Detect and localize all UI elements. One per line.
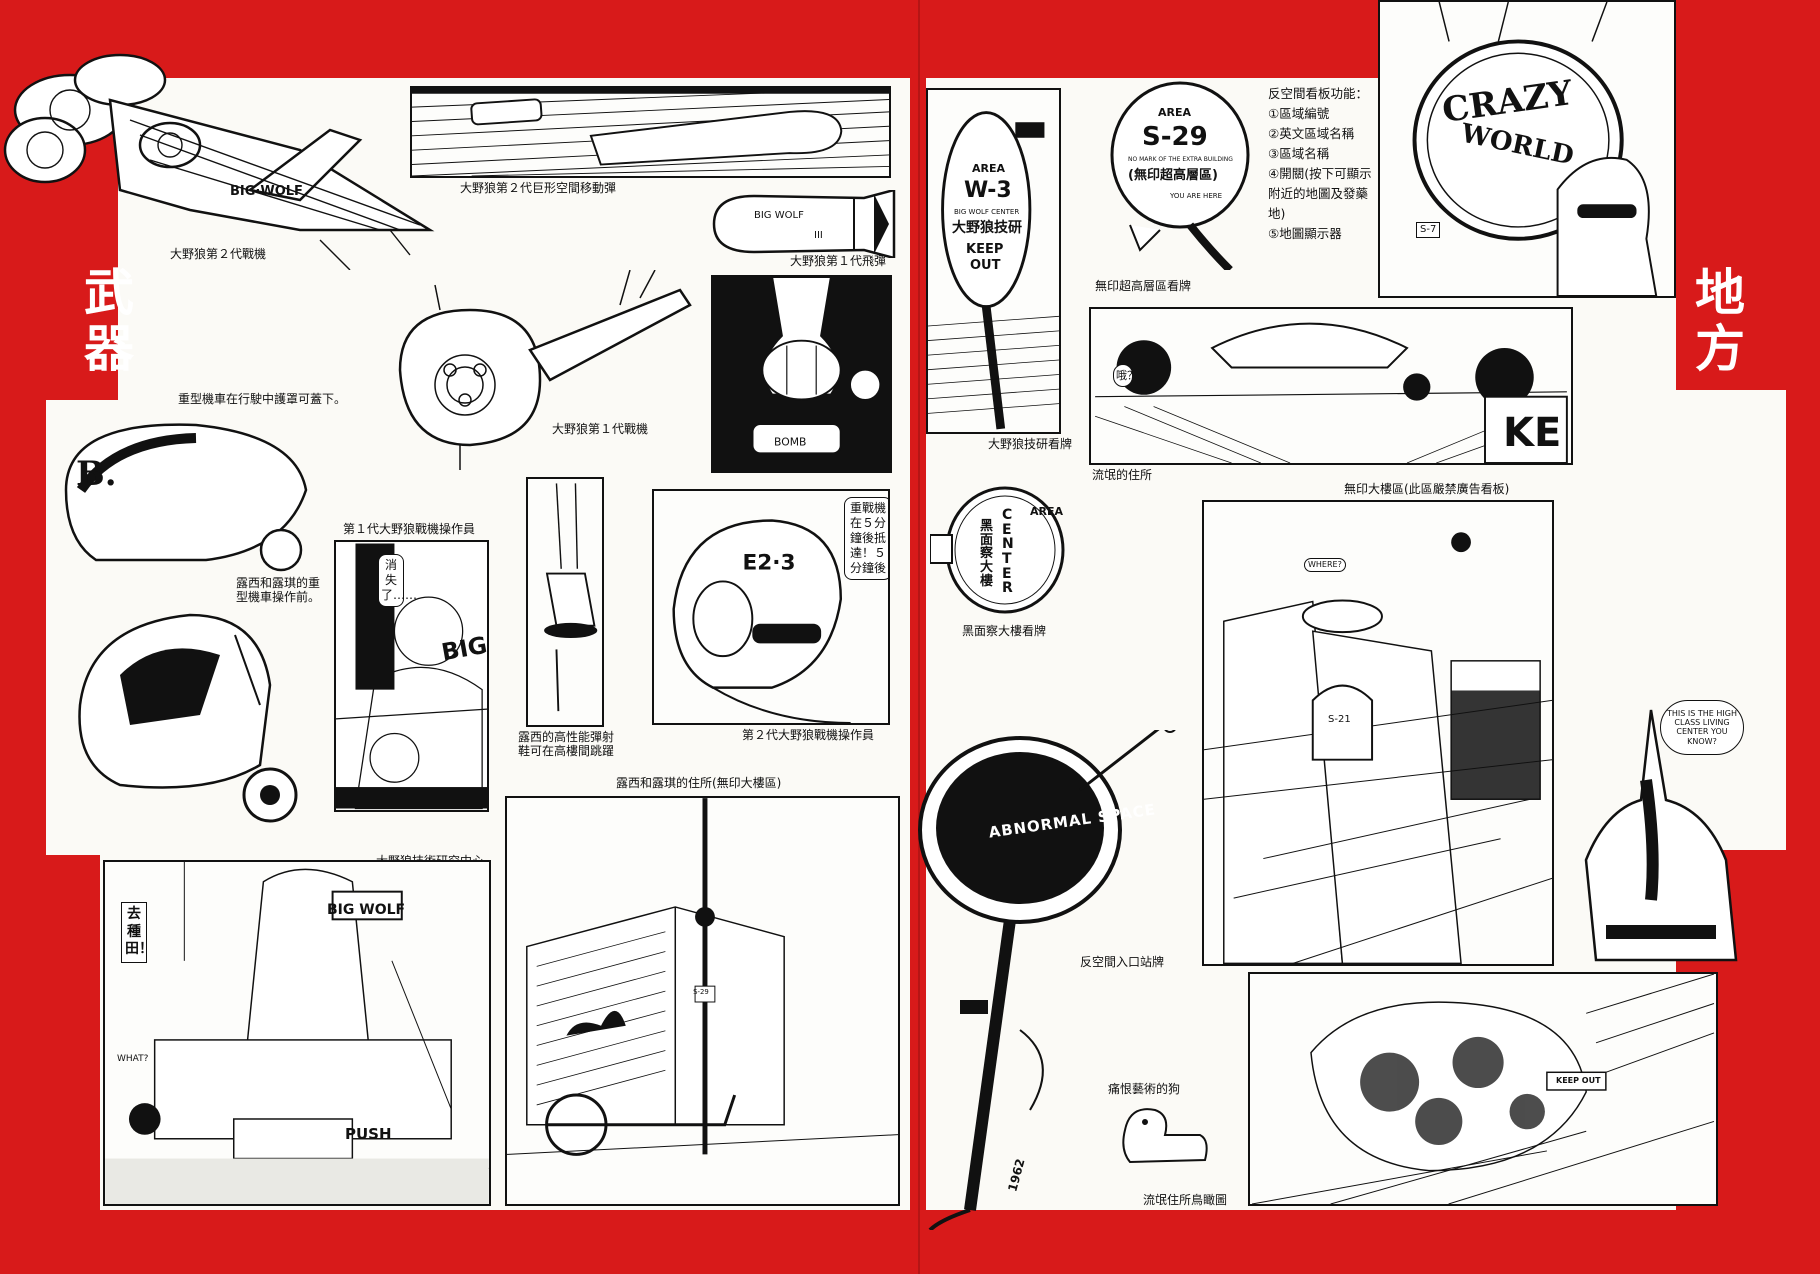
w3-area: AREA [972,162,1006,175]
caption-operator2: 第２代大野狼戰機操作員 [742,728,875,742]
svg-text:B.: B. [76,454,117,494]
bubble-what: WHAT? [117,1054,149,1064]
sign-push-label: PUSH [345,1125,392,1143]
panel-bomb: BOMB [711,275,892,473]
right-title: 地方 [1695,263,1745,378]
panel-home: 哦？ KE [1089,307,1573,465]
s29-code: S-29 [1142,122,1208,152]
caption-fighter1: 大野狼第１代戰機 [552,422,649,436]
panel-missile2 [410,86,891,178]
panel-wolf-center: 去種田！ BIG WOLF PUSH WHAT? [103,860,491,1206]
panel-shoes [526,477,604,727]
caption-lucy-home: 露西和露琪的住所(無印大樓區) [616,776,782,790]
fighter1-drawing [398,270,692,470]
center-word: CENTER [1002,507,1014,597]
center-sign-drawing [930,486,1065,614]
sign-notes: 反空間看板功能： ①區域編號 ②英文區域名稱 ③區域名稱 ④開關(按下可顯示附近… [1268,84,1376,244]
caption-lucy-bike: 露西和露琪的重型機車操作前。 [236,576,321,605]
panel-wolf-sign: AREA W-3 BIG WOLF CENTER 大野狼技研 KEEP OUT [926,88,1061,434]
bubble-vanished: 消失了…… [378,554,417,607]
panel-operator1: BIG 消失了…… [334,540,489,812]
svg-text:BOMB: BOMB [774,436,806,449]
s7-label: S-7 [1416,222,1441,238]
caption-abnormal: 反空間入口站牌 [1080,955,1165,969]
caption-black-sign: 黑面察大樓看牌 [962,624,1047,638]
fighter2-drawing: BIG·WOLF [3,53,435,270]
caption-area-sign: 無印超高層區看牌 [1095,279,1192,293]
area-sign-drawing [1110,81,1250,270]
keep-out-label: KEEP OUT [1556,1076,1601,1085]
caption-home: 流氓的住所 [1092,468,1153,482]
caption-missile2: 大野狼第２代巨形空間移動彈 [460,181,617,195]
svg-text:BIG·WOLF: BIG·WOLF [230,184,303,199]
caption-shoes: 露西的高性能彈射鞋可在高樓間跳躍 [518,730,615,759]
w3-name: 大野狼技研 [952,220,1022,236]
caption-aerial: 流氓住所鳥瞰圖 [1143,1193,1228,1207]
sign-bigwolf-label: BIG WOLF [327,902,406,918]
s29-name: (無印超高層區) [1128,168,1218,183]
caption-operator1: 第１代大野狼戰機操作員 [343,522,476,536]
panel-lucy-home: S-29 [505,796,900,1206]
svg-text:BIG WOLF: BIG WOLF [754,210,804,221]
abnormal-sign-drawing [918,730,1176,1230]
w3-sub: BIG WOLF CENTER [954,208,1020,216]
high-class-bubble: THIS IS THE HIGH CLASS LIVING CENTER YOU… [1660,700,1744,755]
w3-out: OUT [970,258,1001,273]
panel-crazy-world: CRAZY WORLD S-7 [1378,0,1676,298]
panel-operator2: E2·3 重戰機在５分鐘後抵達！５分鐘後 [652,489,890,725]
s21-label: S-21 [1328,714,1351,725]
caption-wolf-sign: 大野狼技研看牌 [988,437,1073,451]
notes-item-3: ③區域名稱 [1268,146,1330,161]
center-name: 黑面察大樓 [980,519,994,589]
notes-item-4: ④開關(按下可顯示附近的地圖及發藥地) [1268,166,1372,221]
panel-aerial: KEEP OUT [1248,972,1718,1206]
missile1-drawing: BIG WOLF III [712,190,896,258]
heavy-bike-drawing: B. [64,423,308,572]
where-bubble: WHERE? [1304,558,1346,572]
svg-text:S-29: S-29 [693,988,709,996]
notes-item-1: ①區域編號 [1268,106,1330,121]
ke-label: KE [1503,410,1562,456]
notes-item-2: ②英文區域名稱 [1268,126,1355,141]
left-title: 武器 [84,263,134,378]
notes-title: 反空間看板功能： [1268,86,1369,101]
right-paper-corner [1676,390,1786,850]
bubble-oh: 哦？ [1113,364,1138,388]
bubble-arrive: 重戰機在５分鐘後抵達！５分鐘後 [844,497,888,580]
s29-here: YOU ARE HERE [1170,192,1223,200]
caption-missile1: 大野狼第１代飛彈 [790,254,887,268]
creature-drawing [1584,709,1738,962]
notes-item-5: ⑤地圖顯示器 [1268,226,1342,241]
lucy-bike-drawing [78,613,298,823]
s29-sub: NO MARK OF THE EXTRA BUILDING [1128,156,1233,163]
caption-fighter2: 大野狼第２代戰機 [170,247,267,261]
caption-muji-zone: 無印大樓區(此區嚴禁廣告看板) [1344,482,1510,496]
s29-area: AREA [1158,106,1192,119]
caption-heavy-bike: 重型機車在行駛中護罩可蓋下。 [178,392,347,406]
bubble-farm: 去種田！ [121,902,153,963]
w3-keep: KEEP [966,242,1004,257]
caption-dog: 痛恨藝術的狗 [1108,1082,1181,1096]
panel-muji-zone: WHERE? S-21 [1202,500,1554,966]
center-area: AREA [1030,505,1064,518]
svg-text:E2·3: E2·3 [742,551,795,576]
dog-drawing [1122,1108,1208,1164]
page-spine [918,0,920,1274]
w3-code: W-3 [964,178,1012,203]
svg-text:III: III [814,230,823,241]
